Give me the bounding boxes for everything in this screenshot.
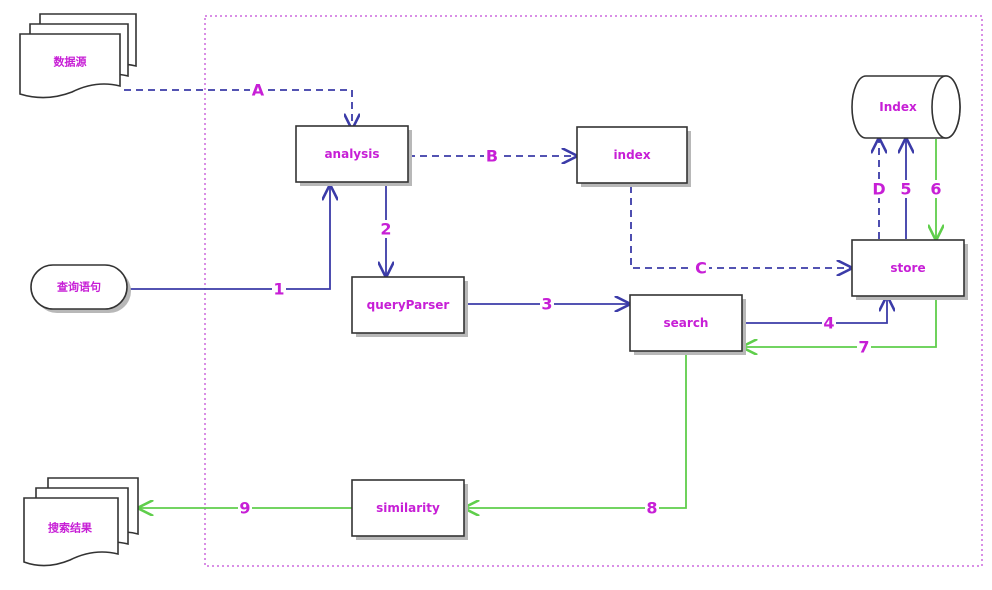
edge-label-c: C bbox=[695, 259, 707, 278]
edge-label-9: 9 bbox=[239, 499, 250, 518]
edge-4 bbox=[742, 297, 887, 324]
edge-8 bbox=[465, 351, 687, 508]
edge-label-5: 5 bbox=[900, 180, 911, 199]
edge-1 bbox=[127, 186, 330, 290]
node-search-label: search bbox=[664, 316, 709, 330]
node-results: 搜索结果 bbox=[23, 477, 139, 567]
node-query-parser-label: queryParser bbox=[367, 298, 450, 312]
node-analysis: analysis bbox=[295, 125, 412, 186]
node-index: index bbox=[576, 126, 691, 187]
node-data-source-label: 数据源 bbox=[54, 55, 87, 69]
node-store-label: store bbox=[890, 261, 925, 275]
node-similarity: similarity bbox=[351, 479, 468, 540]
edge-c bbox=[630, 186, 851, 268]
edge-7 bbox=[743, 296, 937, 347]
edge-label-2: 2 bbox=[380, 220, 391, 239]
edge-label-4: 4 bbox=[823, 314, 834, 333]
edge-label-a: A bbox=[252, 81, 265, 100]
node-index-db: Index bbox=[851, 75, 961, 139]
node-query-label: 查询语句 bbox=[57, 280, 101, 294]
system-boundary bbox=[204, 15, 983, 567]
edge-label-b: B bbox=[486, 147, 498, 166]
node-index-label: index bbox=[613, 148, 650, 162]
node-similarity-label: similarity bbox=[376, 501, 440, 515]
node-data-source: 数据源 bbox=[19, 13, 137, 99]
edge-label-1: 1 bbox=[273, 280, 284, 299]
edge-label-8: 8 bbox=[646, 499, 657, 518]
edge-a bbox=[124, 89, 352, 128]
node-search: search bbox=[629, 294, 746, 355]
node-index-db-label: Index bbox=[879, 100, 917, 114]
node-results-label: 搜索结果 bbox=[48, 521, 92, 535]
node-query: 查询语句 bbox=[30, 264, 131, 313]
node-store: store bbox=[851, 239, 968, 300]
node-query-parser: queryParser bbox=[351, 276, 468, 337]
edge-label-d: D bbox=[872, 180, 885, 199]
edge-label-6: 6 bbox=[930, 180, 941, 199]
node-analysis-label: analysis bbox=[324, 147, 379, 161]
edge-label-7: 7 bbox=[858, 338, 869, 357]
edge-label-3: 3 bbox=[541, 295, 552, 314]
